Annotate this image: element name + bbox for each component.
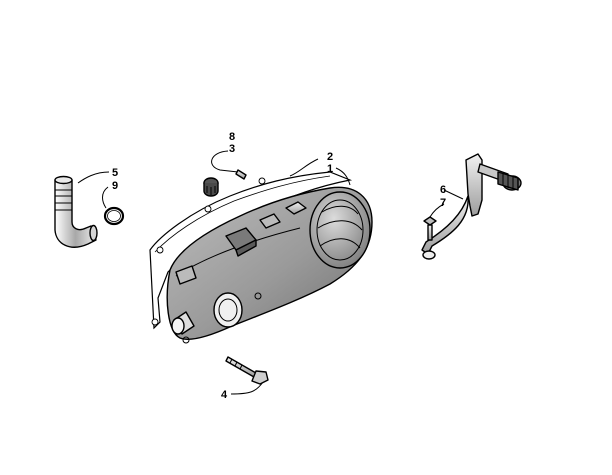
callout-8: 8: [229, 131, 235, 143]
callout-1: 1: [327, 163, 333, 175]
cover-bolt: [225, 356, 269, 385]
callout-4: 4: [221, 389, 228, 401]
callout-labels: 8 3 2 1 5 9 6 7 4: [112, 131, 446, 401]
kick-lever: [421, 153, 522, 260]
elbow-hose: [54, 175, 98, 248]
callout-2: 2: [327, 151, 333, 163]
callout-leaders: [77, 150, 464, 395]
callout-5: 5: [112, 167, 118, 179]
lever-bolt: [423, 216, 437, 241]
dowel-pin: [235, 169, 247, 180]
callout-7: 7: [440, 197, 446, 209]
callout-6: 6: [440, 184, 446, 196]
roller-bushing: [203, 177, 219, 197]
o-ring: [103, 206, 125, 226]
callout-9: 9: [112, 180, 118, 192]
callout-3: 3: [229, 143, 235, 155]
clutch-cover: [166, 186, 373, 344]
